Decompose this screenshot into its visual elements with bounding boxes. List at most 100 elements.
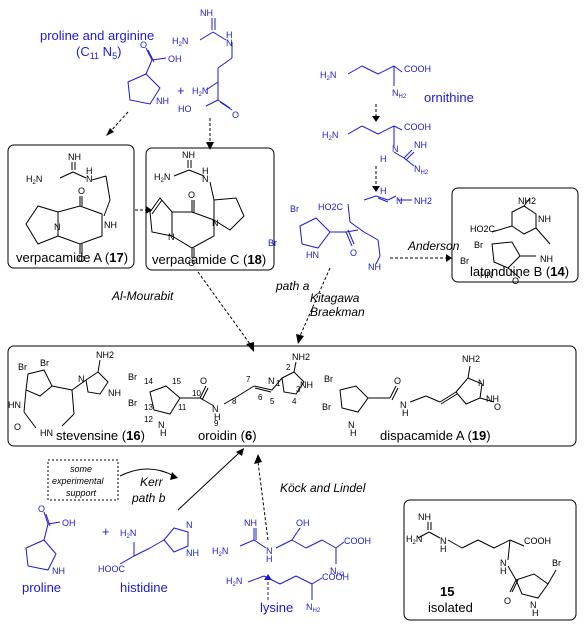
verpacamide-c-structure: [149, 160, 245, 258]
svg-text:Br: Br: [128, 372, 137, 382]
svg-text:HO2C: HO2C: [470, 224, 496, 234]
svg-text:Br: Br: [268, 238, 277, 248]
lysine-label: lysine: [260, 600, 293, 615]
svg-text:COOH: COOH: [344, 536, 371, 546]
svg-text:15: 15: [172, 377, 181, 386]
histidine-structure: [119, 527, 189, 565]
svg-text:H: H: [380, 186, 387, 196]
svg-text:H2N: H2N: [120, 528, 136, 540]
svg-text:NH: NH: [414, 140, 427, 150]
hydroxylysine-guanidine-structure: [239, 527, 345, 564]
svg-text:+: +: [102, 524, 110, 539]
svg-text:N: N: [266, 546, 273, 556]
kitagawa-label: Kitagawa: [310, 291, 360, 305]
svg-text:NH: NH: [244, 518, 257, 528]
proline-arginine-group: proline and arginine (C11 N5) O OH NH +: [40, 8, 239, 120]
lysine-structure: [247, 575, 323, 600]
svg-text:H: H: [440, 544, 447, 554]
svg-text:NH2: NH2: [414, 196, 432, 206]
verpacamide-a-box: [7, 144, 135, 269]
svg-text:NH2: NH2: [96, 350, 114, 360]
svg-text:O: O: [38, 504, 45, 514]
svg-text:NH: NH: [540, 254, 553, 264]
svg-text:NH: NH: [418, 512, 431, 522]
svg-text:Br: Br: [322, 402, 331, 412]
histidine-label: histidine: [120, 580, 168, 595]
svg-text:O: O: [394, 376, 401, 386]
svg-text:H: H: [380, 154, 387, 164]
svg-text:O: O: [504, 596, 511, 606]
svg-text:Br: Br: [324, 374, 333, 384]
stevensine-structure: [23, 359, 109, 429]
al-mourabit-label: Al-Mourabit: [111, 289, 174, 303]
svg-text:N: N: [212, 218, 219, 228]
path-b-label: path b: [131, 491, 166, 505]
svg-text:NH: NH: [156, 96, 169, 106]
stevensine-label: stevensine (16): [56, 428, 145, 443]
proline-arginine-formula: (C11 N5): [76, 44, 121, 61]
oroidin-structure: [149, 361, 305, 415]
svg-text:14: 14: [144, 377, 153, 386]
verpacamide-a-structure: [25, 162, 111, 254]
svg-text:N: N: [168, 232, 175, 242]
svg-text:HN: HN: [480, 270, 493, 280]
svg-text:O: O: [512, 276, 519, 286]
svg-text:H: H: [350, 428, 357, 438]
svg-text:N: N: [212, 404, 219, 414]
svg-text:O: O: [14, 422, 21, 432]
svg-text:13: 13: [144, 403, 153, 412]
svg-text:NH: NH: [368, 262, 381, 272]
svg-text:Br: Br: [552, 558, 561, 568]
svg-text:H: H: [532, 608, 539, 618]
svg-text:N: N: [268, 376, 275, 386]
svg-text:Br: Br: [40, 358, 49, 368]
svg-text:NH2: NH2: [414, 164, 429, 176]
svg-text:OH: OH: [296, 518, 310, 528]
svg-text:H2N: H2N: [322, 130, 338, 142]
svg-text:COOH: COOH: [524, 536, 551, 546]
oroidin-label: oroidin (6): [198, 428, 257, 443]
svg-text:O: O: [494, 402, 501, 412]
svg-text:O: O: [188, 190, 195, 200]
svg-text:NH: NH: [108, 388, 121, 398]
svg-text:NH: NH: [68, 152, 81, 162]
svg-text:H2N: H2N: [192, 86, 208, 98]
svg-text:N: N: [186, 520, 193, 530]
proline-label: proline: [22, 580, 61, 595]
svg-text:O: O: [78, 186, 85, 196]
svg-text:H: H: [160, 428, 167, 438]
svg-text:COOH: COOH: [404, 64, 431, 74]
svg-text:HN: HN: [8, 400, 21, 410]
svg-text:NH: NH: [104, 220, 117, 230]
svg-text:N: N: [54, 222, 61, 232]
svg-text:6: 6: [258, 393, 263, 402]
svg-text:N: N: [392, 144, 399, 154]
svg-text:N: N: [440, 536, 447, 546]
svg-text:some: some: [70, 464, 92, 474]
svg-text:Br: Br: [290, 204, 299, 214]
ornithine-structure: [347, 65, 403, 86]
proline-structure-top: [127, 47, 167, 105]
svg-text:NH: NH: [200, 8, 213, 18]
svg-text:1: 1: [276, 379, 281, 388]
svg-text:N: N: [478, 378, 485, 388]
anderson-label: Anderson: [407, 239, 460, 253]
svg-text:9: 9: [214, 419, 219, 428]
braekman-label: Braekman: [310, 305, 365, 319]
svg-text:NH: NH: [486, 394, 499, 404]
svg-text:H: H: [86, 166, 93, 176]
svg-text:N: N: [348, 420, 355, 430]
svg-text:HN: HN: [306, 250, 319, 260]
svg-text:NH2: NH2: [518, 196, 536, 206]
svg-text:H: H: [266, 554, 273, 564]
kock-lindel-label: Köck and Lindel: [280, 481, 366, 495]
arginine-middle-structure: [347, 125, 415, 167]
arginine-structure: [199, 18, 233, 111]
svg-text:10: 10: [192, 389, 201, 398]
svg-text:N: N: [78, 374, 85, 384]
plus-sign: +: [177, 83, 185, 98]
svg-text:O: O: [78, 254, 85, 264]
dispacamide-a-label: dispacamide A (19): [380, 428, 491, 443]
oroidin-family-box: [7, 345, 577, 447]
